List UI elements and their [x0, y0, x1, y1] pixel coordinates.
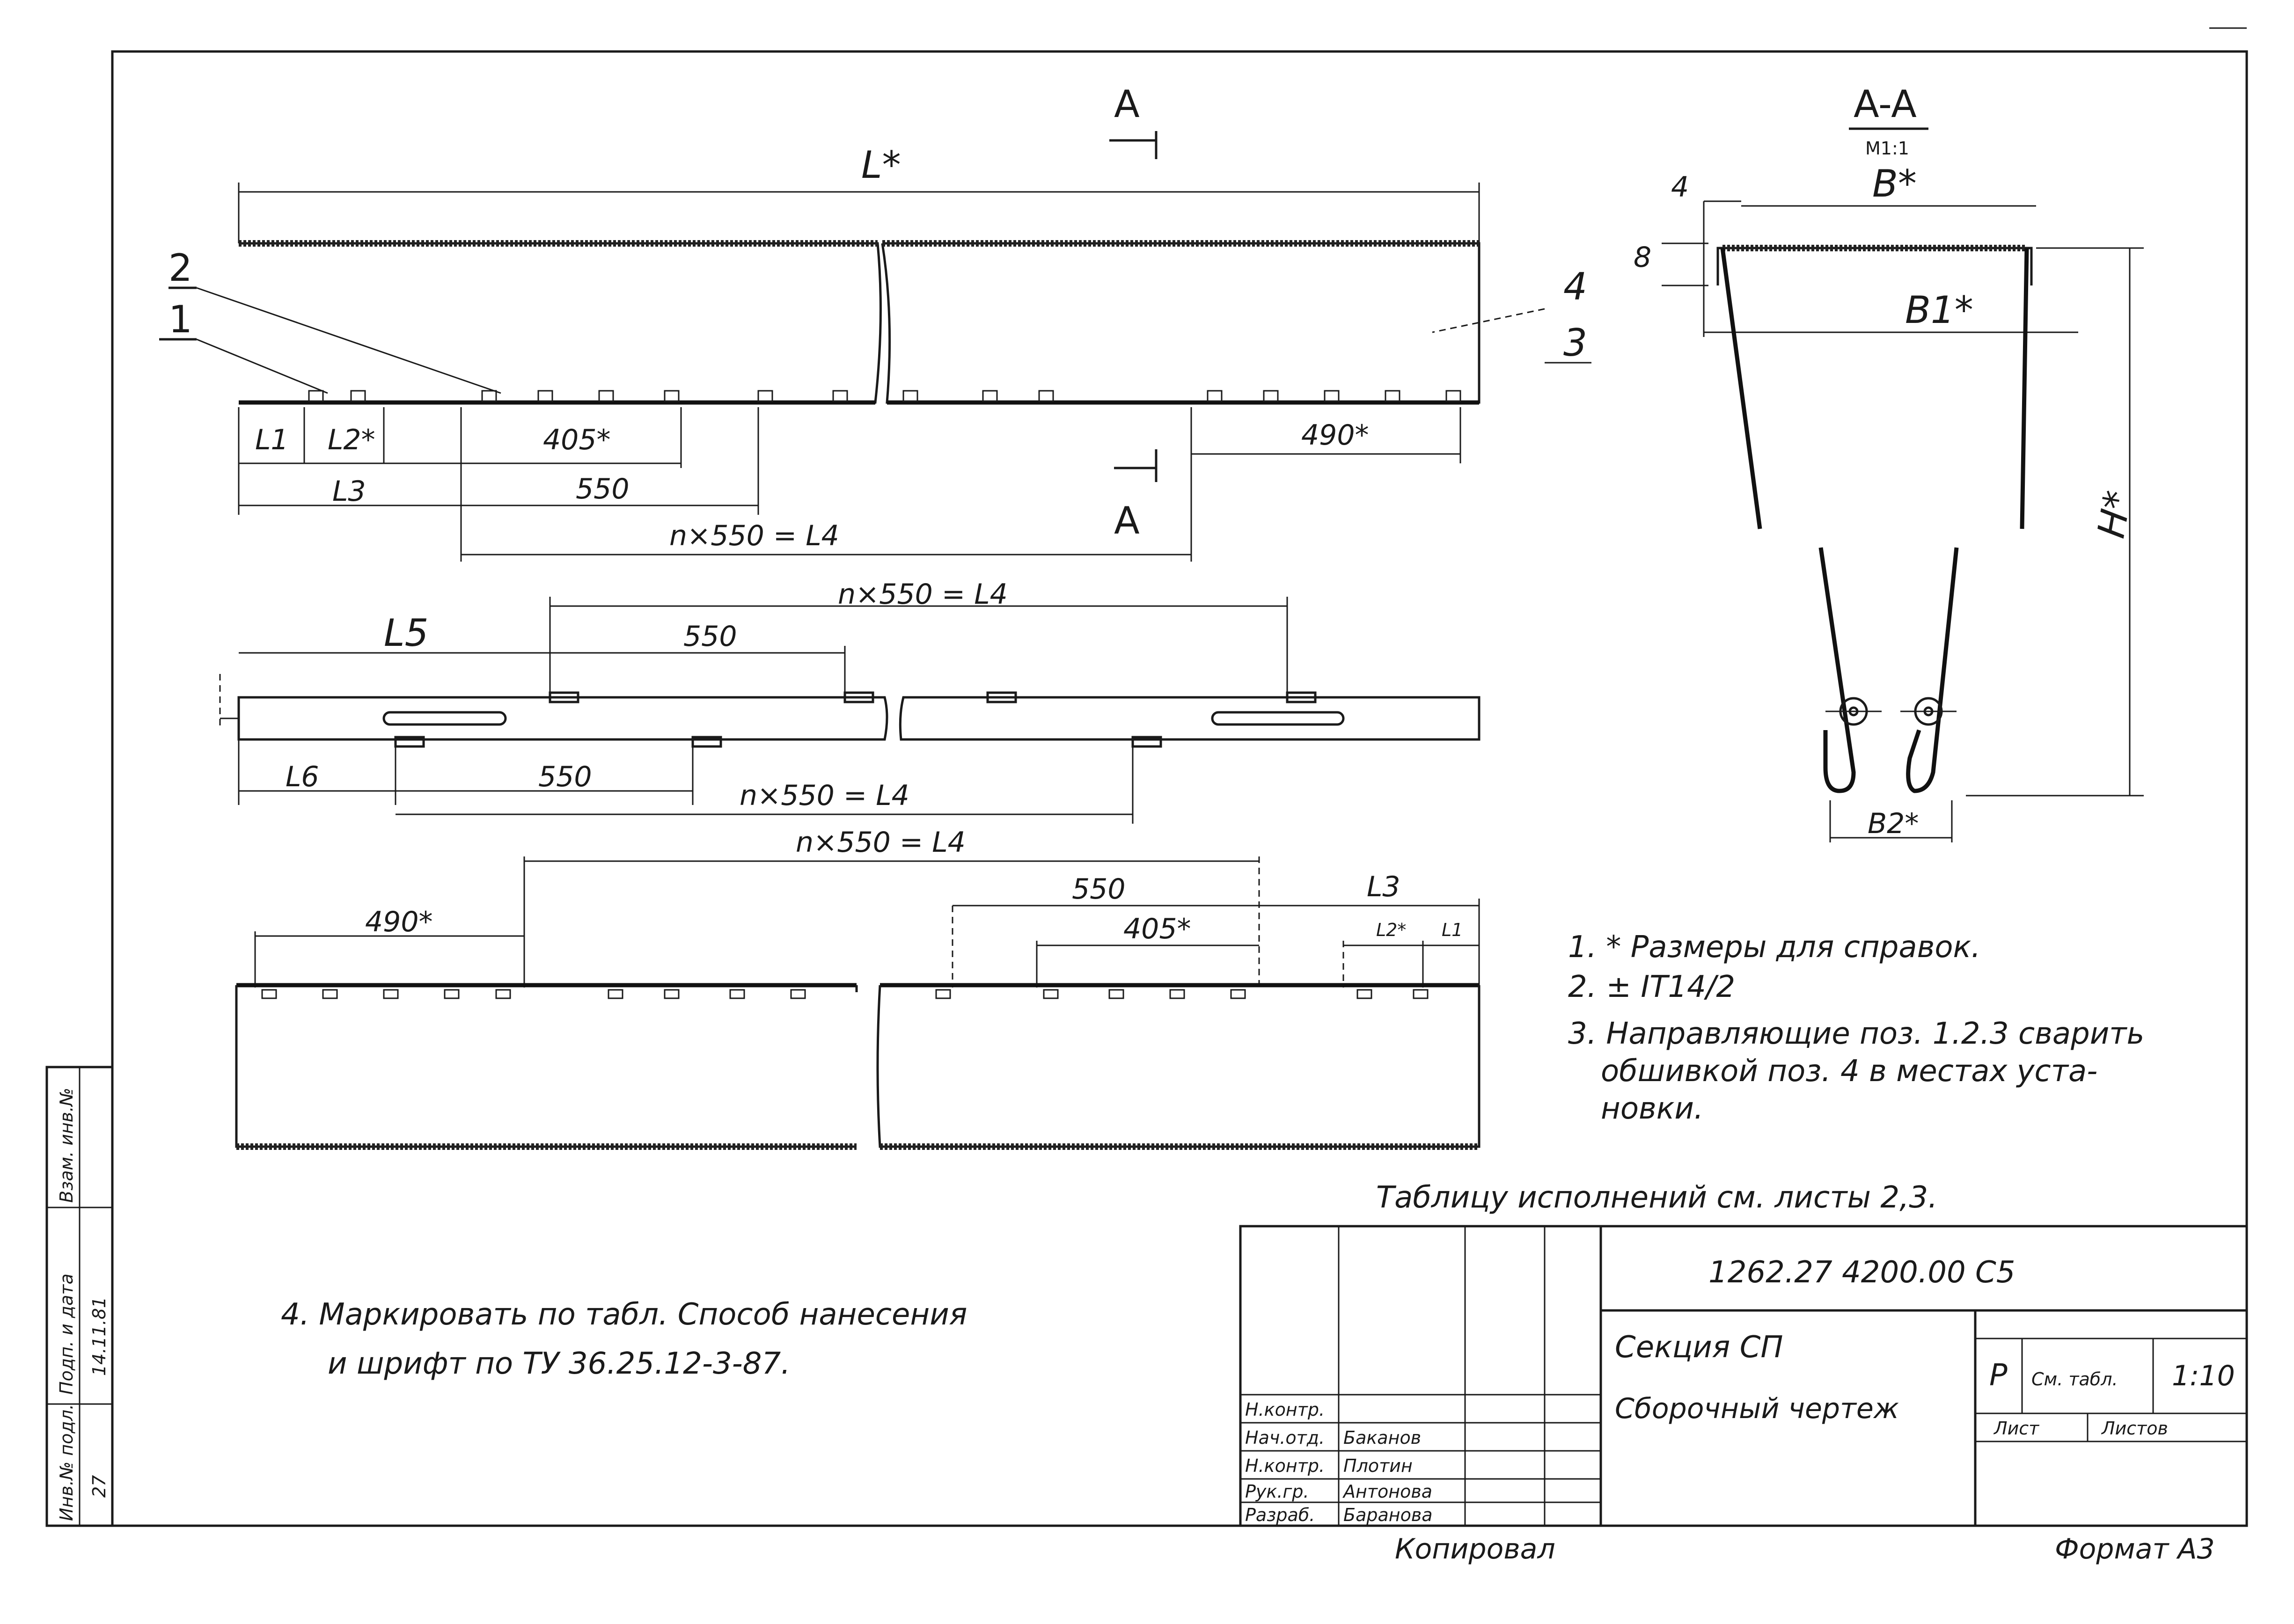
note-3c: новки. — [1601, 1091, 1703, 1126]
dim-490-top: 490* — [1301, 419, 1369, 452]
dim-L2-top: L2* — [328, 424, 375, 456]
dim-405-bot: 405* — [1123, 913, 1191, 945]
copied-by: Копировал — [1395, 1533, 1555, 1565]
format-label: Формат А3 — [2055, 1533, 2215, 1565]
dim-L3-top: L3 — [332, 475, 366, 508]
section-title: A-A — [1854, 82, 1917, 126]
part-name: Секция СП — [1615, 1330, 1783, 1365]
role-1: Н.контр. — [1245, 1399, 1325, 1420]
sheets-label: Листов — [2101, 1418, 2168, 1439]
note-4a: 4. Маркировать по табл. Способ нанесения — [281, 1297, 967, 1332]
pos-2-label: 2 — [169, 246, 192, 290]
note-3a: 3. Направляющие поз. 1.2.3 сварить — [1568, 1017, 2144, 1051]
name-3: Плотин — [1343, 1456, 1413, 1476]
podp-data-value: 14.11.81 — [89, 1297, 110, 1376]
section-mark-bottom: A — [1114, 499, 1140, 542]
inv-podl-value: 27 — [89, 1475, 110, 1498]
dim-n550-mid2: n×550 = L4 — [740, 779, 909, 812]
role-2: Нач.отд. — [1245, 1427, 1325, 1448]
dim-L6: L6 — [286, 761, 319, 793]
dim-L2-bot: L2* — [1376, 920, 1406, 940]
role-5: Разраб. — [1245, 1505, 1315, 1525]
dim-L5: L5 — [384, 611, 428, 655]
dim-n550-bot: n×550 = L4 — [796, 826, 966, 859]
stage-letter: Р — [1989, 1358, 2008, 1393]
pos-1-label: 1 — [169, 298, 192, 341]
vzam-inv-label: Взам. инв.№ — [56, 1088, 77, 1203]
sheet-label: Лист — [1993, 1418, 2040, 1439]
dim-L1-top: L1 — [255, 424, 289, 456]
dim-L1-bot: L1 — [1442, 920, 1463, 940]
scale-value: 1:10 — [2172, 1360, 2235, 1392]
mass-value: См. табл. — [2031, 1369, 2118, 1390]
note-2: 2. ± IT14/2 — [1568, 970, 1735, 1004]
role-4: Рук.гр. — [1245, 1481, 1309, 1502]
pos-4-label: 4 — [1563, 265, 1587, 308]
podp-data-label: Подп. и дата — [56, 1273, 77, 1395]
name-5: Баранова — [1343, 1505, 1433, 1525]
top-view: L* A 2 1 4 3 — [159, 82, 1591, 562]
dim-550-mid1: 550 — [683, 620, 737, 653]
dim-B: B* — [1872, 162, 1917, 205]
section-scale: M1:1 — [1865, 138, 1909, 159]
table-reference: Таблицу исполнений см. листы 2,3. — [1376, 1180, 1937, 1215]
dim-n550-mid: n×550 = L4 — [838, 578, 1008, 611]
section-a-a: A-A M1:1 4 B* 8 B1* B2* H* — [1634, 82, 2144, 842]
dim-H: H* — [2089, 488, 2140, 541]
dim-L3-bot: L3 — [1367, 871, 1400, 903]
doc-number: 1262.27 4200.00 С5 — [1708, 1255, 2015, 1290]
technical-notes: 1. * Размеры для справок. 2. ± IT14/2 3.… — [281, 930, 2144, 1381]
section-mark-top: A — [1114, 82, 1140, 126]
dim-550-top: 550 — [576, 473, 630, 505]
dim-L-total: L* — [861, 143, 901, 187]
drawing-type: Сборочный чертеж — [1615, 1392, 1899, 1425]
name-2: Баканов — [1343, 1427, 1421, 1448]
note-3b: обшивкой поз. 4 в местах уста- — [1601, 1054, 2097, 1089]
inv-podl-label: Инв.№ подл. — [56, 1404, 77, 1521]
pos-3-label: 3 — [1563, 321, 1587, 365]
name-4: Антонова — [1342, 1481, 1432, 1502]
bottom-view: n×550 = L4 490* 550 405* L3 L2* L1 — [235, 826, 1480, 1150]
middle-view: n×550 = L4 L5 550 L6 550 n×550 = L4 — [219, 578, 1480, 824]
title-block: 1262.27 4200.00 С5 Секция СП Сборочный ч… — [1239, 1225, 2248, 1565]
dim-B1: B1* — [1905, 288, 1973, 332]
dim-B2: B2* — [1868, 807, 1919, 840]
dim-550-bot: 550 — [1072, 873, 1126, 906]
side-stamp: Взам. инв.№ Подп. и дата Инв.№ подл. 14.… — [45, 1066, 114, 1527]
dim-405-top: 405* — [543, 424, 611, 456]
dim-8: 8 — [1634, 241, 1651, 274]
dim-n550-top: n×550 = L4 — [669, 519, 839, 552]
dim-550-mid2: 550 — [538, 761, 592, 793]
dim-490-bot: 490* — [365, 906, 433, 938]
note-1: 1. * Размеры для справок. — [1568, 930, 1981, 965]
sheet-frame — [111, 50, 2248, 1527]
note-4b: и шрифт по ТУ 36.25.12-3-87. — [328, 1346, 791, 1381]
role-3: Н.контр. — [1245, 1456, 1325, 1476]
dim-4: 4 — [1671, 171, 1689, 204]
